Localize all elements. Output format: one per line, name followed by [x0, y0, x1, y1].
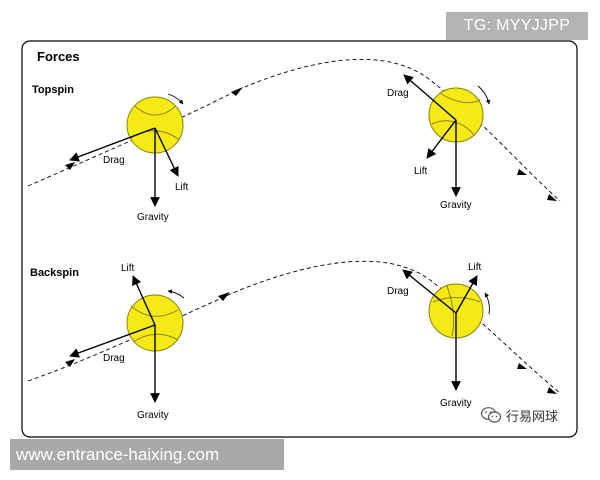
drag-vector-topspin-right — [403, 74, 457, 121]
drag-label-topspin-right: Drag — [387, 88, 409, 99]
topspin-trajectory-arrow-3 — [517, 169, 527, 175]
section-label-backspin: Backspin — [30, 267, 79, 279]
drag-vector-topspin-left — [69, 127, 156, 162]
lift-vector-topspin-left — [154, 127, 179, 177]
diagram-frame — [21, 40, 578, 438]
lift-label-topspin-right: Lift — [414, 166, 428, 177]
topspin-spin-arrow-left — [167, 93, 184, 105]
topspin-trajectory-arrow-1 — [65, 162, 75, 170]
lift-vector-topspin-right — [426, 119, 457, 159]
topspin-spin-arrow-right — [477, 85, 491, 105]
drag-vector-backspin-left — [69, 324, 156, 358]
backspin-spin-arrow-left — [167, 289, 185, 299]
gravity-label-topspin-right: Gravity — [440, 200, 472, 211]
lift-label-backspin-right: Lift — [468, 262, 482, 273]
lift-vector-backspin-right — [455, 275, 478, 314]
backspin-trajectory-arrow-4 — [547, 387, 557, 394]
tg-watermark-badge: TG: MYYJJPP — [446, 12, 588, 40]
backspin-trajectory-arrow-3 — [517, 363, 527, 369]
lift-vector-backspin-left — [132, 275, 156, 326]
backspin-spin-arrow-right — [484, 292, 490, 315]
url-watermark-banner: www.entrance-haixing.com — [10, 439, 284, 470]
section-label-topspin: Topspin — [32, 84, 74, 96]
backspin-trajectory-arrow-2 — [218, 292, 230, 301]
drag-label-backspin-right: Drag — [387, 286, 409, 297]
drag-vector-backspin-right — [402, 269, 457, 314]
gravity-label-backspin-right: Gravity — [440, 398, 472, 409]
topspin-trajectory-arrow-4 — [547, 194, 557, 201]
diagram-title: Forces — [37, 49, 80, 64]
drag-label-topspin-left: Drag — [103, 155, 125, 166]
drag-label-backspin-left: Drag — [103, 353, 125, 364]
backspin-trajectory-arrow-1 — [65, 359, 75, 367]
lift-label-backspin-left: Lift — [121, 263, 135, 274]
wechat-icon — [480, 407, 502, 423]
wechat-watermark: 行易网球 — [480, 404, 558, 426]
gravity-label-topspin-left: Gravity — [137, 212, 169, 223]
topspin-trajectory-arrow-2 — [231, 87, 243, 96]
gravity-label-backspin-left: Gravity — [137, 410, 169, 421]
lift-label-topspin-left: Lift — [175, 182, 189, 193]
wechat-account-name: 行易网球 — [506, 409, 559, 425]
topspin-ball-right — [428, 87, 484, 143]
